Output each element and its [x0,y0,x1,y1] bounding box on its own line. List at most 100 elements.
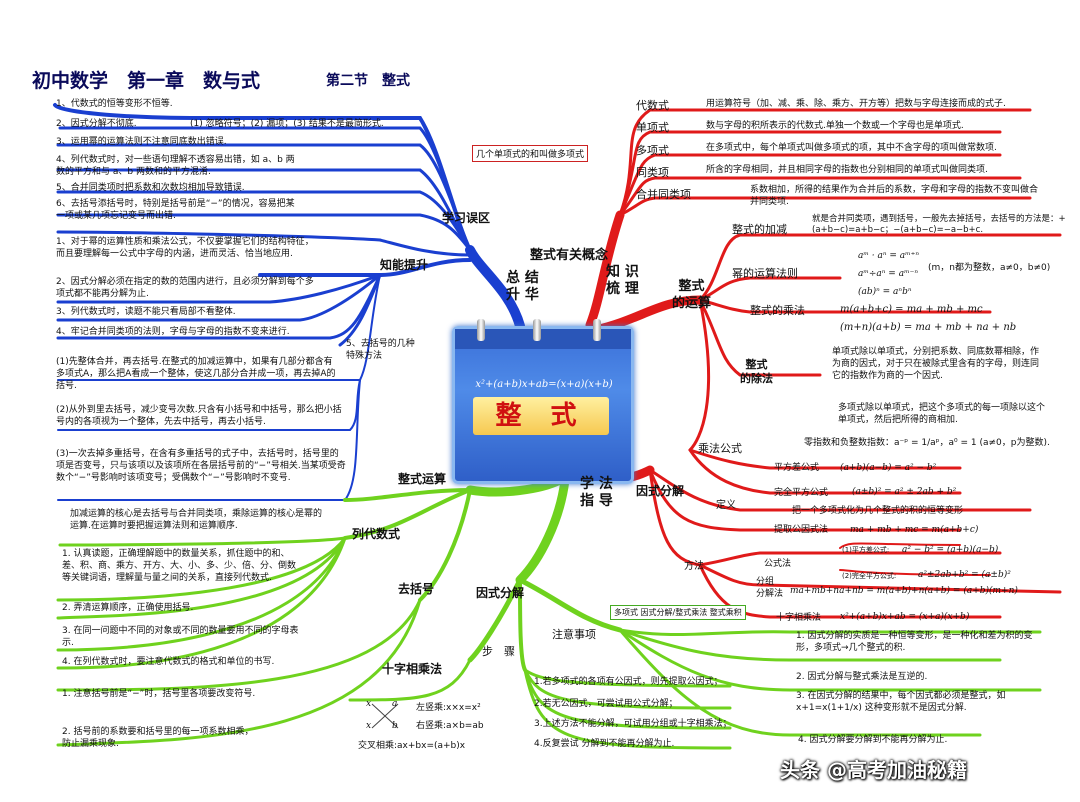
mistake-item: 1、代数式的恒等变形不恒等. [56,99,173,109]
op-div-desc1: 单项式除以单项式，分别把系数、同底数幂相除，作为商的因式，对于只在被除式里含有的… [832,347,1040,381]
center-topic-box: x²+(a+b)x+ab=(x+a)(x+b) 整 式 [452,319,634,484]
listing-item: 4. 在列代数式时，要注意代数式的格式和单位的书写. [62,657,275,667]
group-formula: ma+mb+na+nb = m(a+b)+n(a+b) = (a+b)(m+n) [790,586,1018,596]
mistake-item: 2、因式分解不彻底. [56,119,137,129]
mistakes-label: 学习误区 [442,211,491,225]
listing-item: 3. 在同一问题中不同的对象或不同的数量要用不同的字母表示. [62,626,299,648]
op-power-label: 幂的运算法则 [732,267,798,280]
concept-label: 代数式 [636,99,669,112]
listing-item: 1. 认真读题，正确理解题中的数量关系，抓住题中的和、差、积、商、乘方、开方、大… [62,549,297,583]
page-title: 初中数学 第一章 数与式 [32,70,261,92]
factoring-def-desc: 把一个多项式化为几个整式的积的恒等变形 [792,506,964,516]
common-factor-label: 提取公因式法 [774,525,829,535]
branch-concepts: 整式有关概念 [530,248,609,263]
concept-note: 几个单项式的和叫做多项式 [472,145,589,162]
step-item: 3.上述方法不能分解，可试用分组或十字相乘法； [534,719,732,729]
concept-label: 单项式 [636,121,669,134]
special-method: (2)从外到里去括号，减少变号次数.只含有小括号和中括号，那么把小括号内的各项视… [56,405,342,427]
calc-desc: 加减运算的核心是去括号与合并同类项，乘除运算的核心是幂的运算.在运算时要把握运算… [70,509,323,531]
formula-method-label: 公式法 [764,559,792,569]
bracket-item: 1. 注意括号前是“−”时，括号里各项要改变符号. [62,689,256,699]
mul-rule: m(a+b+c) = ma + mb + mc [840,304,983,315]
concept-label: 多项式 [636,144,669,157]
common-factor-formula: ma + mb + mc = m(a+b+c) [850,525,979,535]
cross-method-heading: 十字相乘法 [382,662,443,676]
branch-knowledge: 知 识 梳 理 [606,264,639,297]
cross-x2: x [366,721,372,731]
concept-label: 同类项 [636,166,669,179]
mistake-sub: (1) 忽略符号；(2) 漏项；(3) 结果不是最简形式. [190,119,384,129]
cross-b: b [392,721,398,731]
center-word: 整 式 [473,397,609,435]
f1-name: (1)平方差公式: [842,546,890,554]
improve-item: 3、列代数式时，读题不能只看局部不看整体. [56,307,236,317]
steps-label: 步 骤 [482,645,515,658]
improve-item: 4、牢记合并同类项的法则，字母与字母的指数不变来进行. [56,327,290,337]
green-factor-label: 因式分解 [476,586,525,600]
improve-label: 知能提升 [380,258,429,272]
factoring-def-label: 定义 [716,500,736,511]
diff-square-formula: (a+b)(a−b) = a² − b² [840,463,937,473]
cross-method-label: 十字相乘法 [776,613,822,623]
center-formula: x²+(a+b)x+ab=(x+a)(x+b) [475,379,613,390]
page-subtitle: 第二节 整式 [326,73,410,89]
concept-desc: 数与字母的积所表示的代数式.单独一个数或一个字母也是单项式. [706,121,964,131]
power-condition: (m，n都为整数，a≠0，b≠0) [928,263,1051,273]
f2-formula: a²±2ab+b² = (a±b)² [918,570,1011,580]
listing-item: 2. 弄清运算顺序，正确使用括号. [62,603,194,613]
power-rule: (ab)ⁿ = aⁿbⁿ [858,287,912,297]
binder-ring-icon [477,319,485,341]
mistake-item: 3、运用幂的运算法则不注意同底数出错误. [56,137,227,147]
f2-name: (2)完全平方公式: [842,572,897,580]
attention-item: 1. 因式分解的实质是一种恒等变形，是一种化和差为积的变形，多项式→几个整式的积… [796,631,1033,653]
factoring-label: 因式分解 [636,484,685,498]
concept-label: 合并同类项 [636,188,691,201]
step-item: 2.若无公因式，可尝试用公式分解； [534,699,678,709]
binder-ring-icon [533,319,541,341]
attention-item: 3. 在因式分解的结果中，每个因式都必须是整式，如 x+1=x(1+1/x) 这… [796,691,1006,713]
cross-formula: x²+(a+b)x+ab = (x+a)(x+b) [840,612,970,622]
concept-desc: 所含的字母相同，并且相同字母的指数也分别相同的单项式叫做同类项. [706,165,988,175]
attention-item: 2. 因式分解与整式乘法是互逆的. [796,672,928,682]
concept-desc: 系数相加，所得的结果作为合并后的系数，字母和字母的指数不变叫做合并同类项. [750,185,1039,207]
perfect-square-formula: (a±b)² = a² ± 2ab + b² [852,487,957,497]
cross-cross: 交叉相乘:ax+bx=(a+b)x [358,741,466,751]
branch-method: 学 法 指 导 [580,476,613,509]
group-method-label: 分组 分解法 [756,577,784,599]
concept-desc: 用运算符号（加、减、乘、除、乘方、开方等）把数与字母连接而成的式子. [706,99,1006,109]
cross-right: 右竖乘:a×b=ab [416,721,484,731]
attention-item: 4. 因式分解要分解到不能再分解为止. [798,735,948,745]
mistake-item: 4、列代数式时，对一些语句理解不透容易出错，如 a、b 两数的平方和与 a、b … [56,155,295,177]
f1-formula: a² − b² = (a+b)(a−b) [902,545,999,555]
cross-left: 左竖乘:x×x=x² [416,703,481,713]
attention-label: 注意事项 [552,628,596,641]
watermark: 头条 @高考加油秘籍 [780,758,967,782]
mult-formula-label: 乘法公式 [698,442,742,455]
op-div-label: 整式 的除法 [740,358,773,385]
cross-x1: x [366,699,372,709]
listing-label: 列代数式 [352,527,401,541]
concept-desc: 在多项式中，每个单项式叫做多项式的项，其中不含字母的项叫做常数项. [706,143,997,153]
special-method: (3)一次去掉多重括号，在含有多重括号的式子中，去括号时，括号里的项是否变号，只… [56,449,346,483]
special-methods-label: 5、去括号的几种特殊方法 [346,339,415,361]
calc-label: 整式运算 [398,472,447,486]
op-add-label: 整式的加减 [732,223,787,236]
binder-ring-icon [593,319,601,341]
cross-diagram-icon [371,703,399,729]
op-mul-label: 整式的乘法 [750,304,805,317]
special-method: (1)先整体合并，再去括号.在整式的加减运算中，如果有几部分都含有多项式A，那么… [56,357,336,391]
op-div-desc3: 零指数和负整数指数：a⁻ᵖ = 1/aᵖ，a⁰ = 1 (a≠0，p为整数). [804,438,1050,448]
attention-box: 多项式 因式分解/整式乘法 整式乘积 [610,605,746,620]
branch-summary: 总 结 升 华 [506,270,539,303]
mul-rule: (m+n)(a+b) = ma + mb + na + nb [840,322,1017,333]
op-div-desc2: 多项式除以单项式，把这个多项式的每一项除以这个单项式，然后把所得的商相加. [838,403,1046,425]
cross-a: a [392,699,398,709]
improve-item: 2、因式分解必须在指定的数的范围内进行，且必须分解到每个多项式都不能再分解为止. [56,277,314,299]
bracket-item: 2. 括号前的系数要和括号里的每一项系数相乘，防止漏乘现象. [62,727,254,749]
factoring-method-label: 方法 [684,561,704,572]
power-rule: aᵐ÷aⁿ = aᵐ⁻ⁿ [858,269,918,279]
mistake-item: 6、去括号添括号时，特别是括号前是“−”的情况，容易把某一项或某几项忘记变号而出… [56,199,295,221]
mistake-item: 5、合并同类项时把系数和次数均相加导致错误. [56,183,245,193]
step-item: 1.若多项式的各项有公因式，则先提取公因式； [534,677,723,687]
